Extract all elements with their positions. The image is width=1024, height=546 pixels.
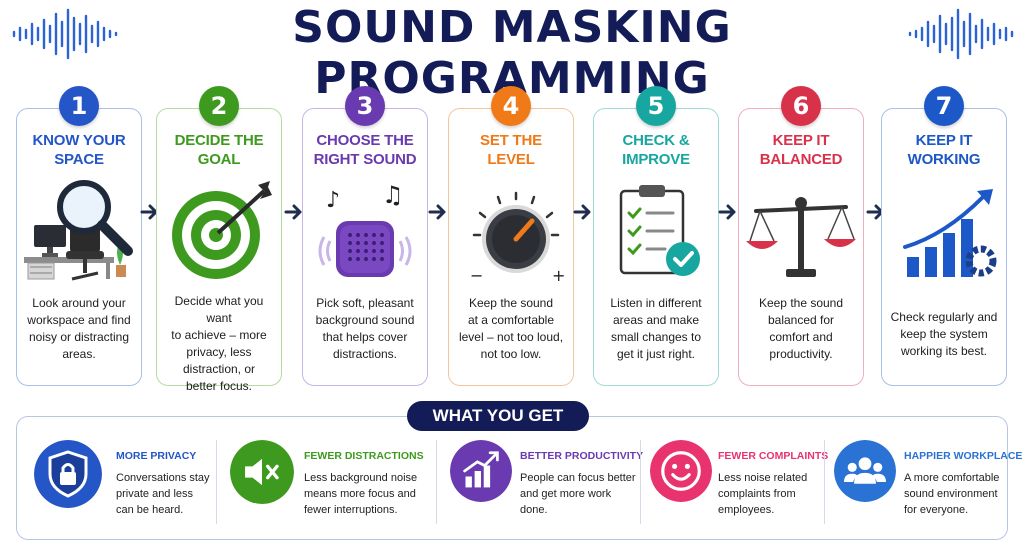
step-description-5: Listen in different areas and make small… [610,296,702,361]
step-title-5: CHECK & IMPROVE [622,132,690,168]
step-card-7: KEEP IT WORKING Check regularly and keep… [881,108,1007,386]
benefits-header: WHAT YOU GET [407,401,589,431]
sound-wave-left-icon [12,8,118,60]
smiley-icon [650,440,712,502]
target-icon [172,181,272,279]
benefit-title: FEWER DISTRACTIONS [304,450,424,462]
step-description-6: Keep the sound balanced for comfort and … [758,296,844,361]
step-card-2: DECIDE THE GOAL Decide what you want to … [156,108,282,393]
benefit-happier-workplace: HAPPIER WORKPLACE A more comfortable sou… [834,440,1022,524]
benefit-fewer-complaints: FEWER COMPLAINTS Less noise related comp… [650,440,828,524]
benefit-description: A more comfortable sound environment for… [904,472,1000,516]
arrow-right-icon [573,204,591,220]
step-description-2: Decide what you want to achieve – more p… [171,294,267,393]
mute-speaker-icon [230,440,294,504]
people-group-icon [834,440,896,502]
benefit-better-productivity: BETTER PRODUCTIVITY People can focus bet… [450,440,646,524]
benefit-title: FEWER COMPLAINTS [718,450,829,462]
benefit-more-privacy: MORE PRIVACY Conversations stay private … [34,440,220,524]
step-title-4: SET THE LEVEL [480,132,542,168]
rising-bars-icon [450,440,512,502]
step-number-badge-2: 2 [199,86,239,126]
svg-text:♫: ♫ [382,181,404,209]
step-number-badge-4: 4 [491,86,531,126]
step-card-5: CHECK & IMPROVE Listen in different area… [593,108,719,386]
benefit-description: Less background noise means more focus a… [304,472,418,516]
speaker-icon: ♪ ♫ [318,181,412,277]
sound-wave-right-icon [908,8,1014,60]
benefit-title: BETTER PRODUCTIVITY [520,450,644,462]
step-card-3: CHOOSE THE RIGHT SOUND ♪ ♫ Pick soft, pl… [302,108,428,386]
step-card-4: SET THE LEVEL − + Keep the sound at a co… [448,108,574,386]
svg-text:−: − [470,266,483,283]
header: SOUND MASKING PROGRAMMING [0,0,1024,104]
benefit-divider [824,440,825,524]
step-title-1: KNOW YOUR SPACE [32,132,126,168]
growth-chart-gear-icon [903,189,997,277]
step-number-badge-7: 7 [924,86,964,126]
step-description-7: Check regularly and keep the system work… [890,310,998,358]
magnifier-desk-icon [24,180,133,281]
volume-knob-icon: − + [470,191,565,283]
step-card-1: KNOW YOUR SPACE Look around your workspa… [16,108,142,386]
benefit-divider [640,440,641,524]
step-number-badge-6: 6 [781,86,821,126]
arrow-right-icon [284,204,302,220]
balance-scale-icon [746,197,856,277]
arrow-right-icon [718,204,736,220]
benefit-description: Conversations stay private and less can … [116,472,210,516]
step-title-3: CHOOSE THE RIGHT SOUND [313,132,417,168]
benefit-title: HAPPIER WORKPLACE [904,450,1023,462]
step-number-badge-1: 1 [59,86,99,126]
shield-lock-icon [34,440,102,508]
benefit-description: Less noise related complaints from emplo… [718,472,808,516]
step-number-badge-5: 5 [636,86,676,126]
svg-text:♪: ♪ [326,188,340,213]
step-description-3: Pick soft, pleasant background sound tha… [315,296,415,361]
svg-text:+: + [552,266,565,283]
arrow-right-icon [428,204,446,220]
checklist-icon [619,185,700,276]
benefit-fewer-distractions: FEWER DISTRACTIONS Less background noise… [230,440,436,524]
step-title-7: KEEP IT WORKING [907,132,981,168]
benefit-description: People can focus better and get more wor… [520,472,636,516]
step-title-2: DECIDE THE GOAL [174,132,264,168]
step-number-badge-3: 3 [345,86,385,126]
step-description-4: Keep the sound at a comfortable level – … [458,296,564,361]
benefit-divider [216,440,217,524]
benefit-divider [436,440,437,524]
step-description-1: Look around your workspace and find nois… [27,296,131,361]
step-title-6: KEEP IT BALANCED [759,132,843,168]
step-card-6: KEEP IT BALANCED Keep the sound balanced… [738,108,864,386]
benefit-title: MORE PRIVACY [116,450,197,462]
